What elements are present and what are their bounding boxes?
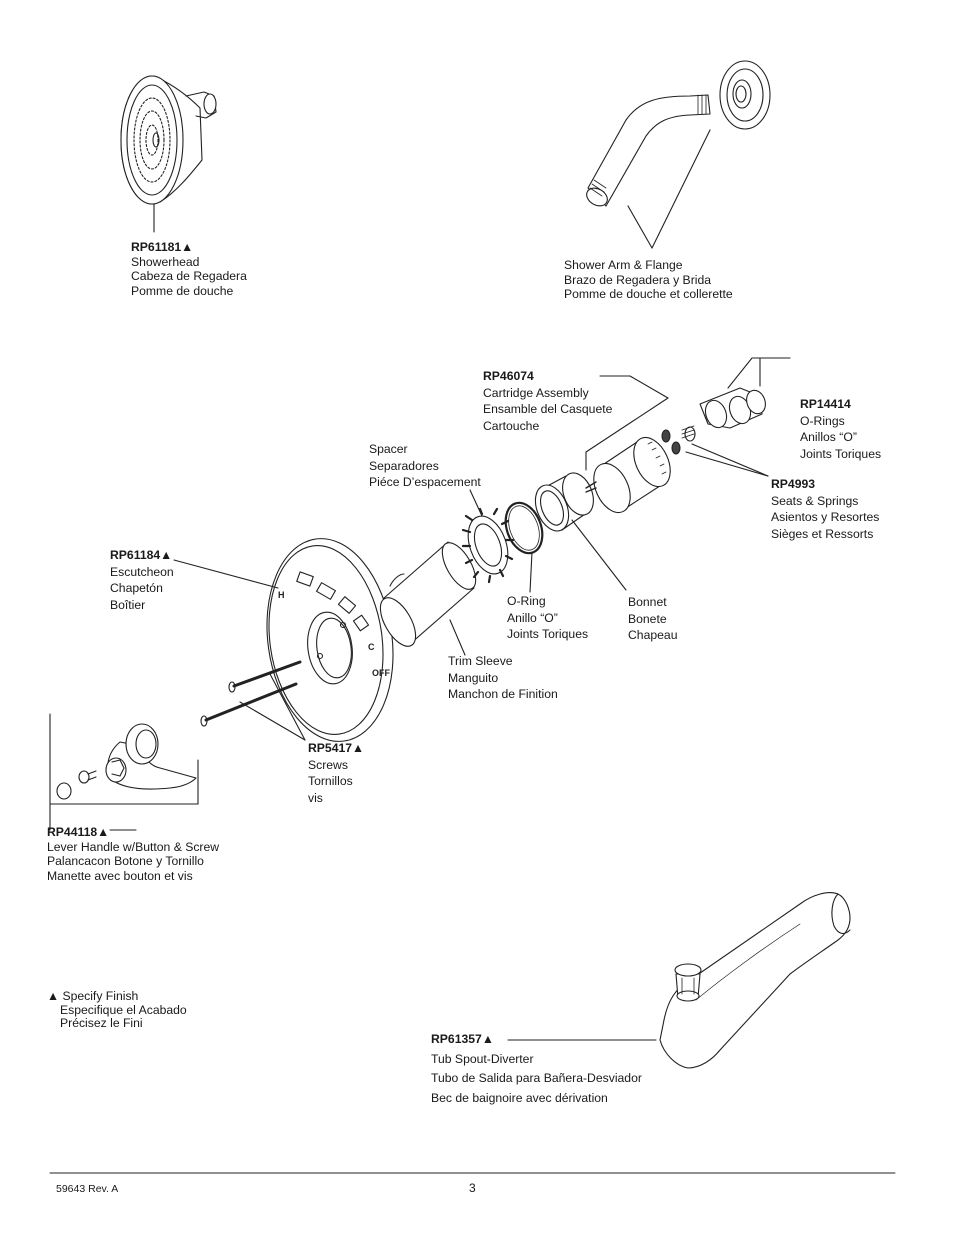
name-en: Tub Spout-Diverter: [431, 1051, 534, 1066]
tub-spout-drawing: [507, 892, 851, 1069]
lever-handle-drawing: [49, 713, 199, 831]
part-number: RP46074: [483, 369, 534, 383]
name-en: Screws: [308, 757, 348, 772]
name-en: Bonnet: [628, 595, 667, 609]
showerhead-drawing: [120, 75, 217, 233]
name-en: Lever Handle w/Button & Screw: [47, 839, 220, 854]
screws-drawing: [200, 660, 306, 741]
name-en: Trim Sleeve: [448, 654, 513, 668]
name-fr: Bec de baignoire avec dérivation: [431, 1090, 608, 1105]
name-es: Anillo “O”: [507, 610, 558, 625]
part-number: RP14414: [800, 397, 851, 411]
name-es: Anillos “O”: [800, 430, 857, 444]
name-es: Tubo de Salida para Bañera-Desviador: [431, 1071, 642, 1085]
name-es: Ensamble del Casquete: [483, 402, 613, 416]
name-es: Brazo de Regadera y Brida: [564, 272, 712, 287]
tub-spout-label: RP61357▲ Tub Spout-Diverter Tubo de Sali…: [431, 1030, 642, 1108]
name-fr: Boîtier: [110, 597, 146, 612]
name-fr: Piéce D’espacement: [369, 475, 481, 489]
shower-arm-label: Shower Arm & Flange Brazo de Regadera y …: [564, 258, 733, 302]
shower-arm-drawing: [586, 60, 771, 249]
part-number: RP4993: [771, 477, 816, 491]
screws-label: RP5417▲ Screws Tornillos vis: [308, 740, 364, 806]
name-en: Showerhead: [131, 254, 200, 269]
name-es: Asientos y Resortes: [771, 510, 880, 524]
seats-springs-drawing: [661, 425, 769, 477]
trim-sleeve-drawing: [379, 541, 477, 656]
escutcheon-label: RP61184▲ Escutcheon Chapetón Boîtier: [110, 547, 174, 613]
name-en: Escutcheon: [110, 564, 174, 579]
part-number: RP44118▲: [47, 825, 110, 839]
name-en: Seats & Springs: [771, 493, 859, 508]
oring-label: O-Ring Anillo “O” Joints Toriques: [507, 593, 588, 643]
name-fr: Cartouche: [483, 418, 540, 433]
escutcheon-cold-mark: C: [368, 642, 375, 652]
legend-en: ▲ Specify Finish: [47, 989, 139, 1003]
trim-sleeve-label: Trim Sleeve Manguito Manchon de Finition: [448, 653, 558, 703]
oring-drawing: [504, 501, 544, 593]
name-fr: Chapeau: [628, 628, 678, 642]
name-fr: Sièges et Ressorts: [771, 526, 874, 541]
orings-rp14414-label: RP14414 O-Rings Anillos “O” Joints Toriq…: [800, 396, 881, 462]
name-en: O-Rings: [800, 413, 845, 428]
name-es: Cabeza de Regadera: [131, 269, 247, 283]
cartridge-label: RP46074 Cartridge Assembly Ensamble del …: [483, 368, 612, 434]
spacer-drawing: [461, 489, 515, 584]
legend-fr: Précisez le Fini: [60, 1016, 143, 1030]
name-en: O-Ring: [507, 594, 546, 608]
name-es: Bonete: [628, 611, 667, 626]
legend-es: Especifique el Acabado: [60, 1002, 187, 1017]
lever-handle-label: RP44118▲ Lever Handle w/Button & Screw P…: [47, 825, 219, 883]
part-number: RP5417▲: [308, 741, 365, 755]
name-es: Manguito: [448, 670, 499, 685]
name-es: Chapetón: [110, 581, 163, 595]
escutcheon-hot-mark: H: [278, 590, 285, 600]
showerhead-label: RP61181▲ Showerhead Cabeza de Regadera P…: [131, 240, 247, 298]
escutcheon-off-mark: OFF: [372, 668, 390, 678]
part-number: RP61181▲: [131, 240, 194, 254]
orings-body-drawing: [699, 357, 791, 429]
name-fr: Manette avec bouton et vis: [47, 868, 193, 883]
name-es: Separadores: [369, 458, 439, 473]
spacer-label: Spacer Separadores Piéce D’espacement: [369, 441, 481, 491]
name-en: Cartridge Assembly: [483, 385, 589, 400]
name-en: Shower Arm & Flange: [564, 258, 683, 272]
part-number: RP61184▲: [110, 548, 173, 562]
page-number: 3: [469, 1181, 476, 1195]
part-number: RP61357▲: [431, 1032, 494, 1046]
cartridge-drawing: [585, 375, 671, 514]
name-fr: Joints Toriques: [507, 627, 589, 641]
specify-finish-legend: ▲ Specify Finish Especifique el Acabado …: [47, 989, 187, 1031]
escutcheon-drawing: [173, 538, 394, 742]
name-en: Spacer: [369, 442, 408, 456]
bonnet-label: Bonnet Bonete Chapeau: [628, 594, 677, 644]
name-fr: Pomme de douche et collerette: [564, 287, 733, 301]
doc-number: 59643 Rev. A: [56, 1183, 119, 1195]
name-es: Tornillos: [308, 774, 353, 788]
name-es: Palancacon Botone y Tornillo: [47, 854, 204, 868]
bonnet-drawing: [534, 472, 627, 591]
name-fr: vis: [308, 790, 323, 805]
name-fr: Joints Toriques: [800, 446, 882, 461]
name-fr: Manchon de Finition: [448, 687, 558, 701]
seats-springs-label: RP4993 Seats & Springs Asientos y Resort…: [771, 476, 879, 542]
name-fr: Pomme de douche: [131, 283, 234, 298]
